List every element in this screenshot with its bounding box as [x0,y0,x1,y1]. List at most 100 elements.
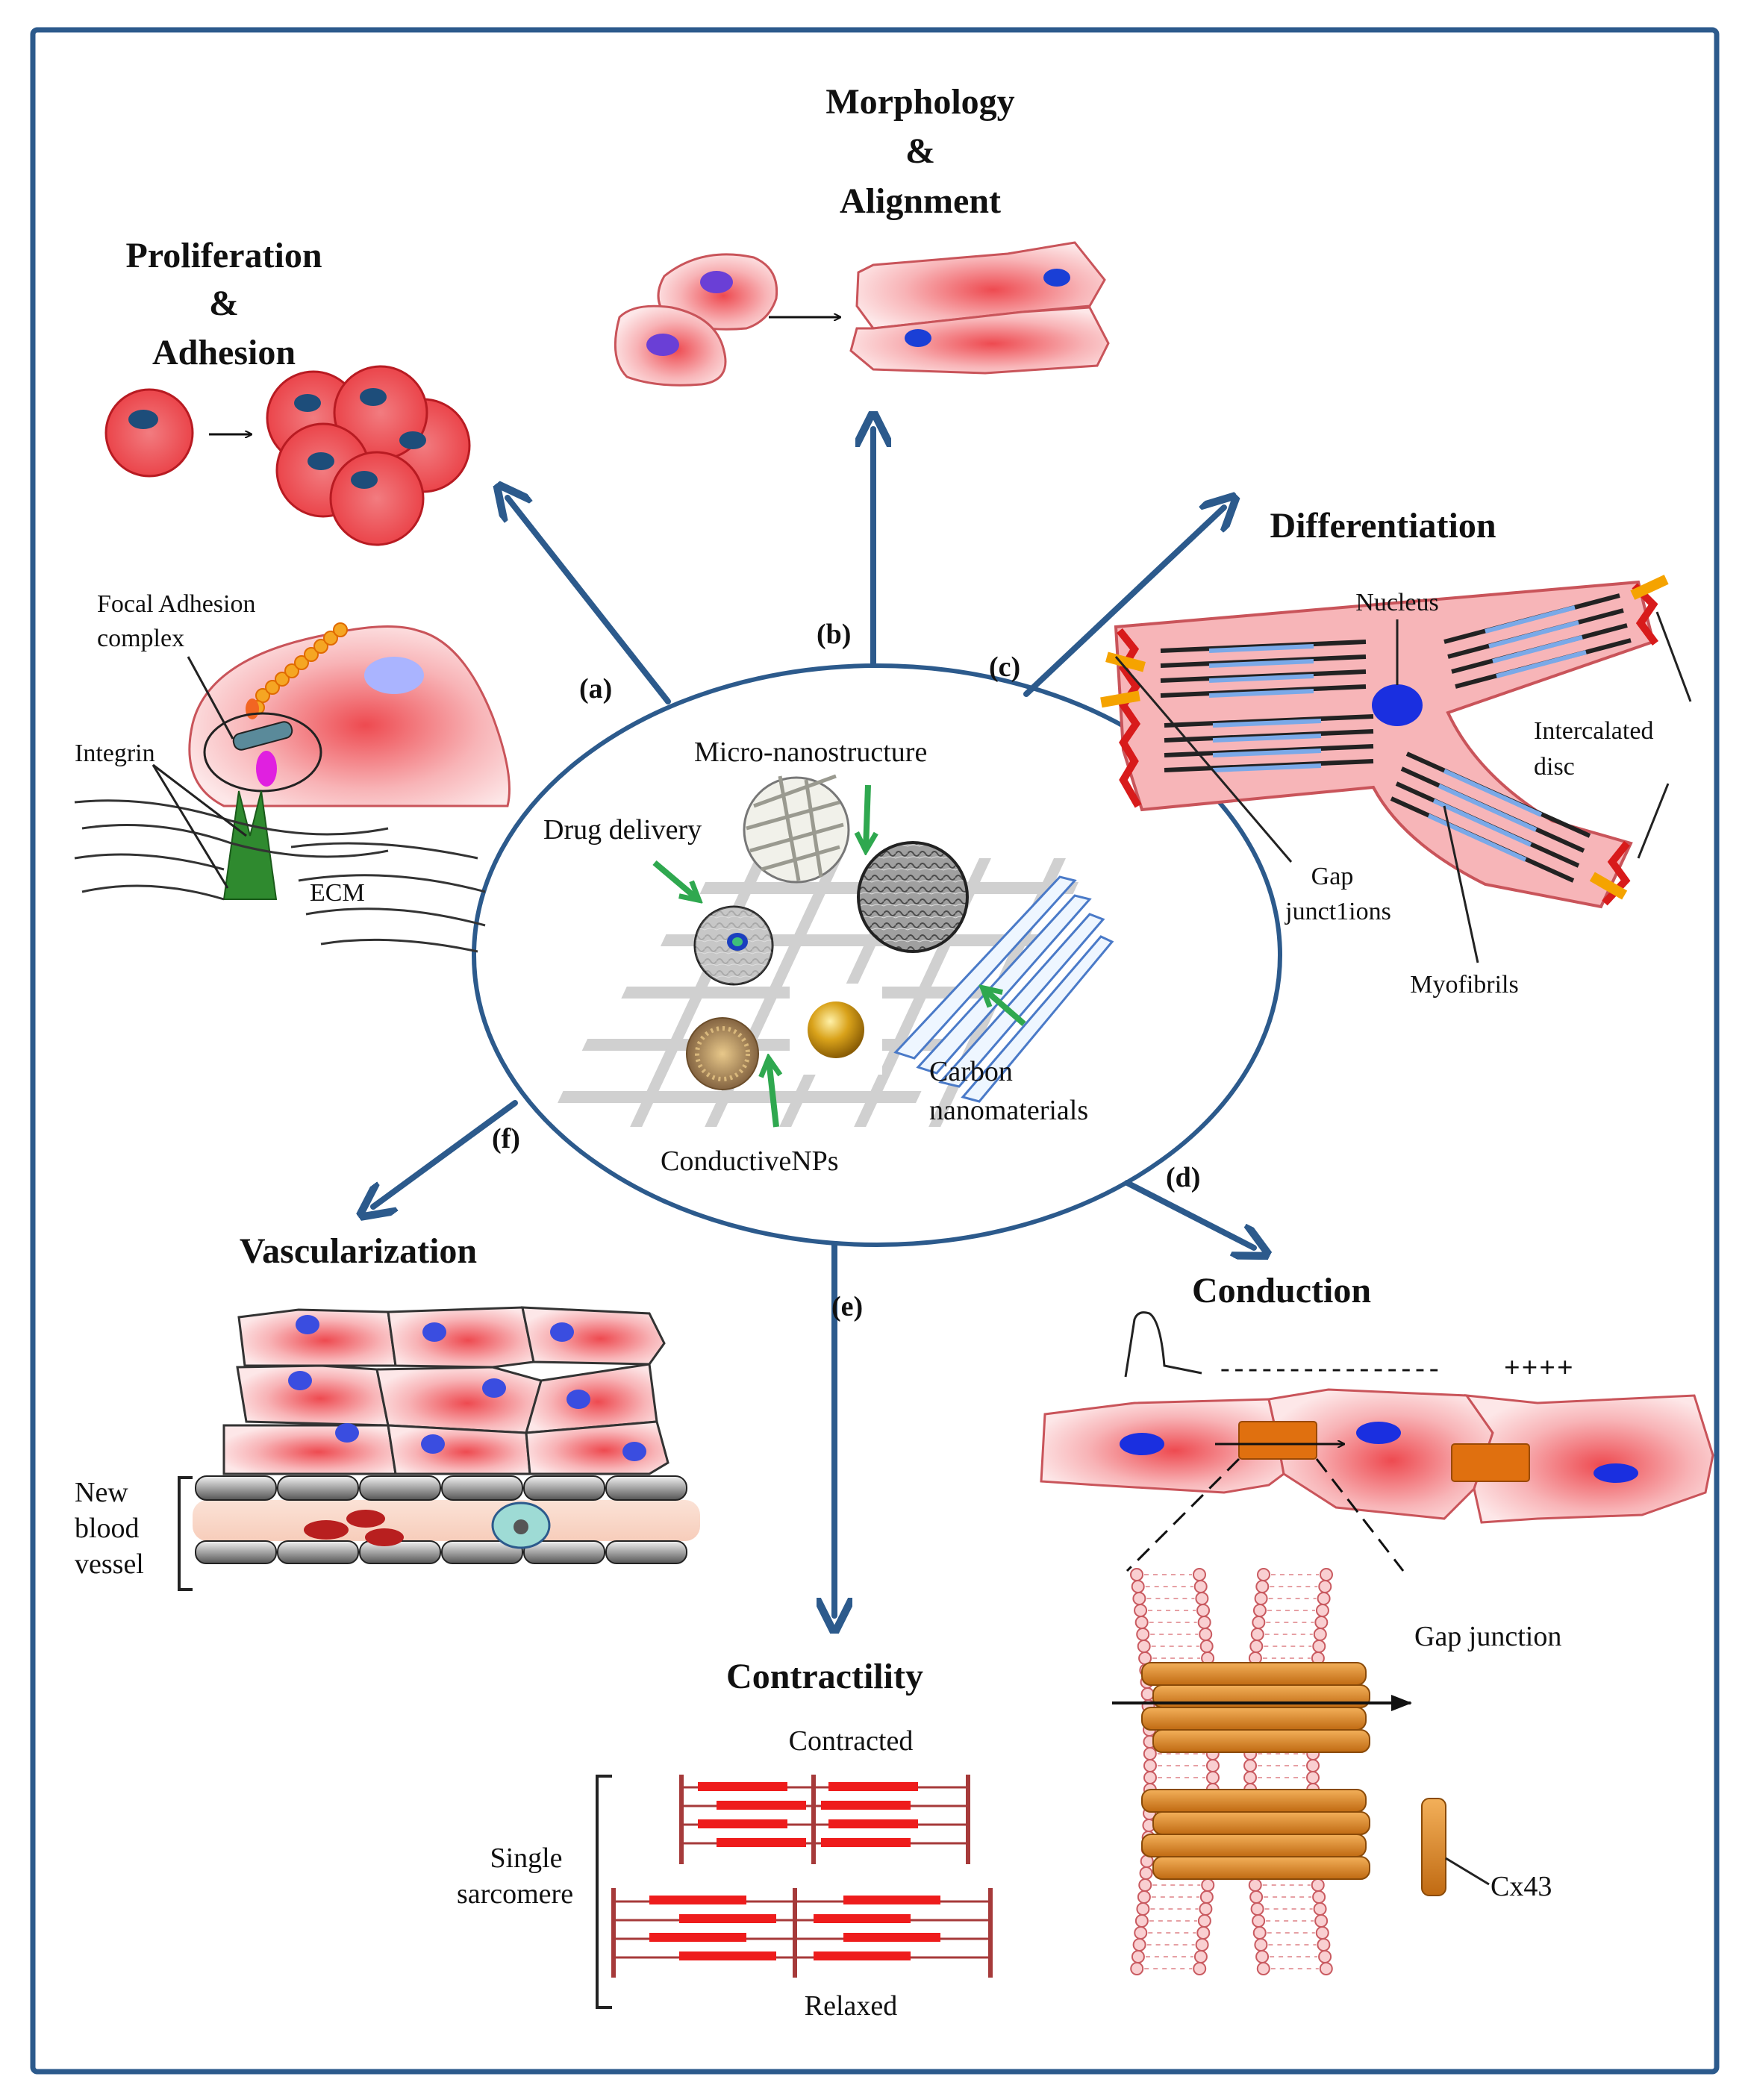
letter-f: (f) [492,1123,520,1154]
label-carbon-1: Carbon [929,1056,1013,1087]
differentiation-title: Differentiation [1270,506,1496,546]
endothelium-bottom [195,1540,687,1564]
lipid-head [1312,1890,1326,1904]
lipid-head [1132,1592,1146,1605]
label-contracted: Contracted [789,1725,914,1757]
lipid-head [1136,1628,1150,1641]
label-myofibrils: Myofibrils [1410,971,1518,999]
label-drug-delivery: Drug delivery [543,814,702,846]
green-arrows [652,784,1026,1128]
lipid-head [1315,1604,1329,1617]
letter-e: (e) [831,1291,863,1322]
label-carbon-2: nanomaterials [929,1095,1088,1126]
lipid-head [1130,1962,1144,1975]
lipid-head [1255,1580,1270,1593]
label-new: New [75,1477,128,1508]
talin-bar [232,721,293,751]
lipid-head [1249,1640,1264,1653]
action-potential-trace [1124,1311,1202,1378]
lipid-head [1205,1759,1220,1772]
letter-c: (c) [989,651,1020,683]
label-gap-1: Gap [1311,863,1354,890]
label-conductive-nps: ConductiveNPs [661,1146,839,1177]
lipid-head [1197,1914,1211,1928]
lipid-head [1317,1938,1331,1951]
lipid-head [1196,1604,1211,1617]
endothelium-top [195,1475,687,1501]
focal-leader [187,656,234,740]
green-arrow-conductive [769,1060,776,1128]
lipid-head [1249,1890,1264,1904]
label-cx43: Cx43 [1491,1871,1552,1902]
lipid-head [1306,1771,1320,1784]
myocyte-nucleus [1372,684,1423,726]
lipid-head [1256,1962,1270,1975]
morphology-title-1: Morphology [825,82,1014,122]
lipid-head [1248,1878,1262,1892]
red-blood-cells [304,1510,404,1546]
panel-contractility: Contractility Contracted Relaxed [457,1657,993,2022]
lipid-head [1131,1580,1145,1593]
lipid-head [1193,1568,1206,1581]
proliferation-title-2: & [209,284,239,323]
panel-conduction: Conduction ---------------- ++++ +++++++… [1040,1271,1714,1975]
label-intercalated-2: disc [1534,753,1575,781]
lipid-head [1199,1890,1214,1904]
lipid-head [1193,1580,1208,1593]
gap-junction-box-1 [1238,1421,1317,1460]
proliferation-title-1: Proliferation [125,236,322,275]
lipid-head [1313,1628,1327,1641]
gap-junction-bars [1100,575,1669,900]
ecm-label: ECM [310,879,365,907]
lipid-head [1130,1568,1143,1581]
lipid-head [1314,1914,1329,1928]
arrow-f [373,1100,518,1207]
carbon-sheets [893,875,1114,1103]
drug-particle [693,905,774,986]
integrin-label: Integrin [75,740,155,767]
gap-junction-box-2 [1451,1443,1530,1482]
lipid-head [1199,1902,1213,1916]
label-intercalated-1: Intercalated [1534,717,1653,745]
integrin-leader [152,764,229,889]
lipid-head [1199,1628,1213,1641]
gold-nanoparticle [790,984,882,1075]
plus-top: ++++ [1504,1352,1575,1384]
contractility-title: Contractility [726,1657,923,1696]
lipid-head [1143,1759,1157,1772]
label-nucleus: Nucleus [1355,589,1438,616]
green-arrow-micro [866,784,868,849]
lipid-head [1250,1628,1264,1641]
panel-differentiation: Differentiation [1100,506,1692,999]
spiky-nanoparticle [686,1017,759,1090]
lipid-head [1134,1604,1148,1617]
tissue-cells [222,1306,669,1475]
lipid-head [1311,1878,1325,1892]
green-arrow-drug [652,860,698,899]
label-gap-junction: Gap junction [1414,1621,1561,1652]
green-arrow-carbon [984,989,1026,1027]
panel-proliferation: Proliferation & Adhesion [74,236,511,953]
letter-d: (d) [1166,1162,1200,1193]
lipid-head [1252,1616,1266,1629]
vessel-lumen [193,1500,700,1541]
center-hub: Micro-nanostructure Drug delivery Carbon… [472,663,1282,1247]
lipid-head [1136,1902,1150,1916]
lipid-head [1254,1592,1268,1605]
lipid-head [1195,1592,1209,1605]
lipid-head [1134,1914,1149,1928]
lipid-head [1134,1616,1149,1629]
label-single: Single [490,1843,562,1874]
lipid-head [1132,1938,1146,1951]
label-gap-2: junct1ions [1285,898,1391,925]
sem-image-1 [743,774,850,884]
label-blood: blood [75,1513,140,1544]
arrow-c [1023,507,1224,697]
focal-label-1: Focal Adhesion [97,590,255,618]
vessel-bracket [178,1476,193,1591]
lipid-head [1193,1950,1208,1963]
lipid-head [1252,1914,1266,1928]
morphology-title-2: & [905,131,935,171]
lipid-head [1252,1926,1267,1940]
adherent-nucleus [364,657,424,694]
